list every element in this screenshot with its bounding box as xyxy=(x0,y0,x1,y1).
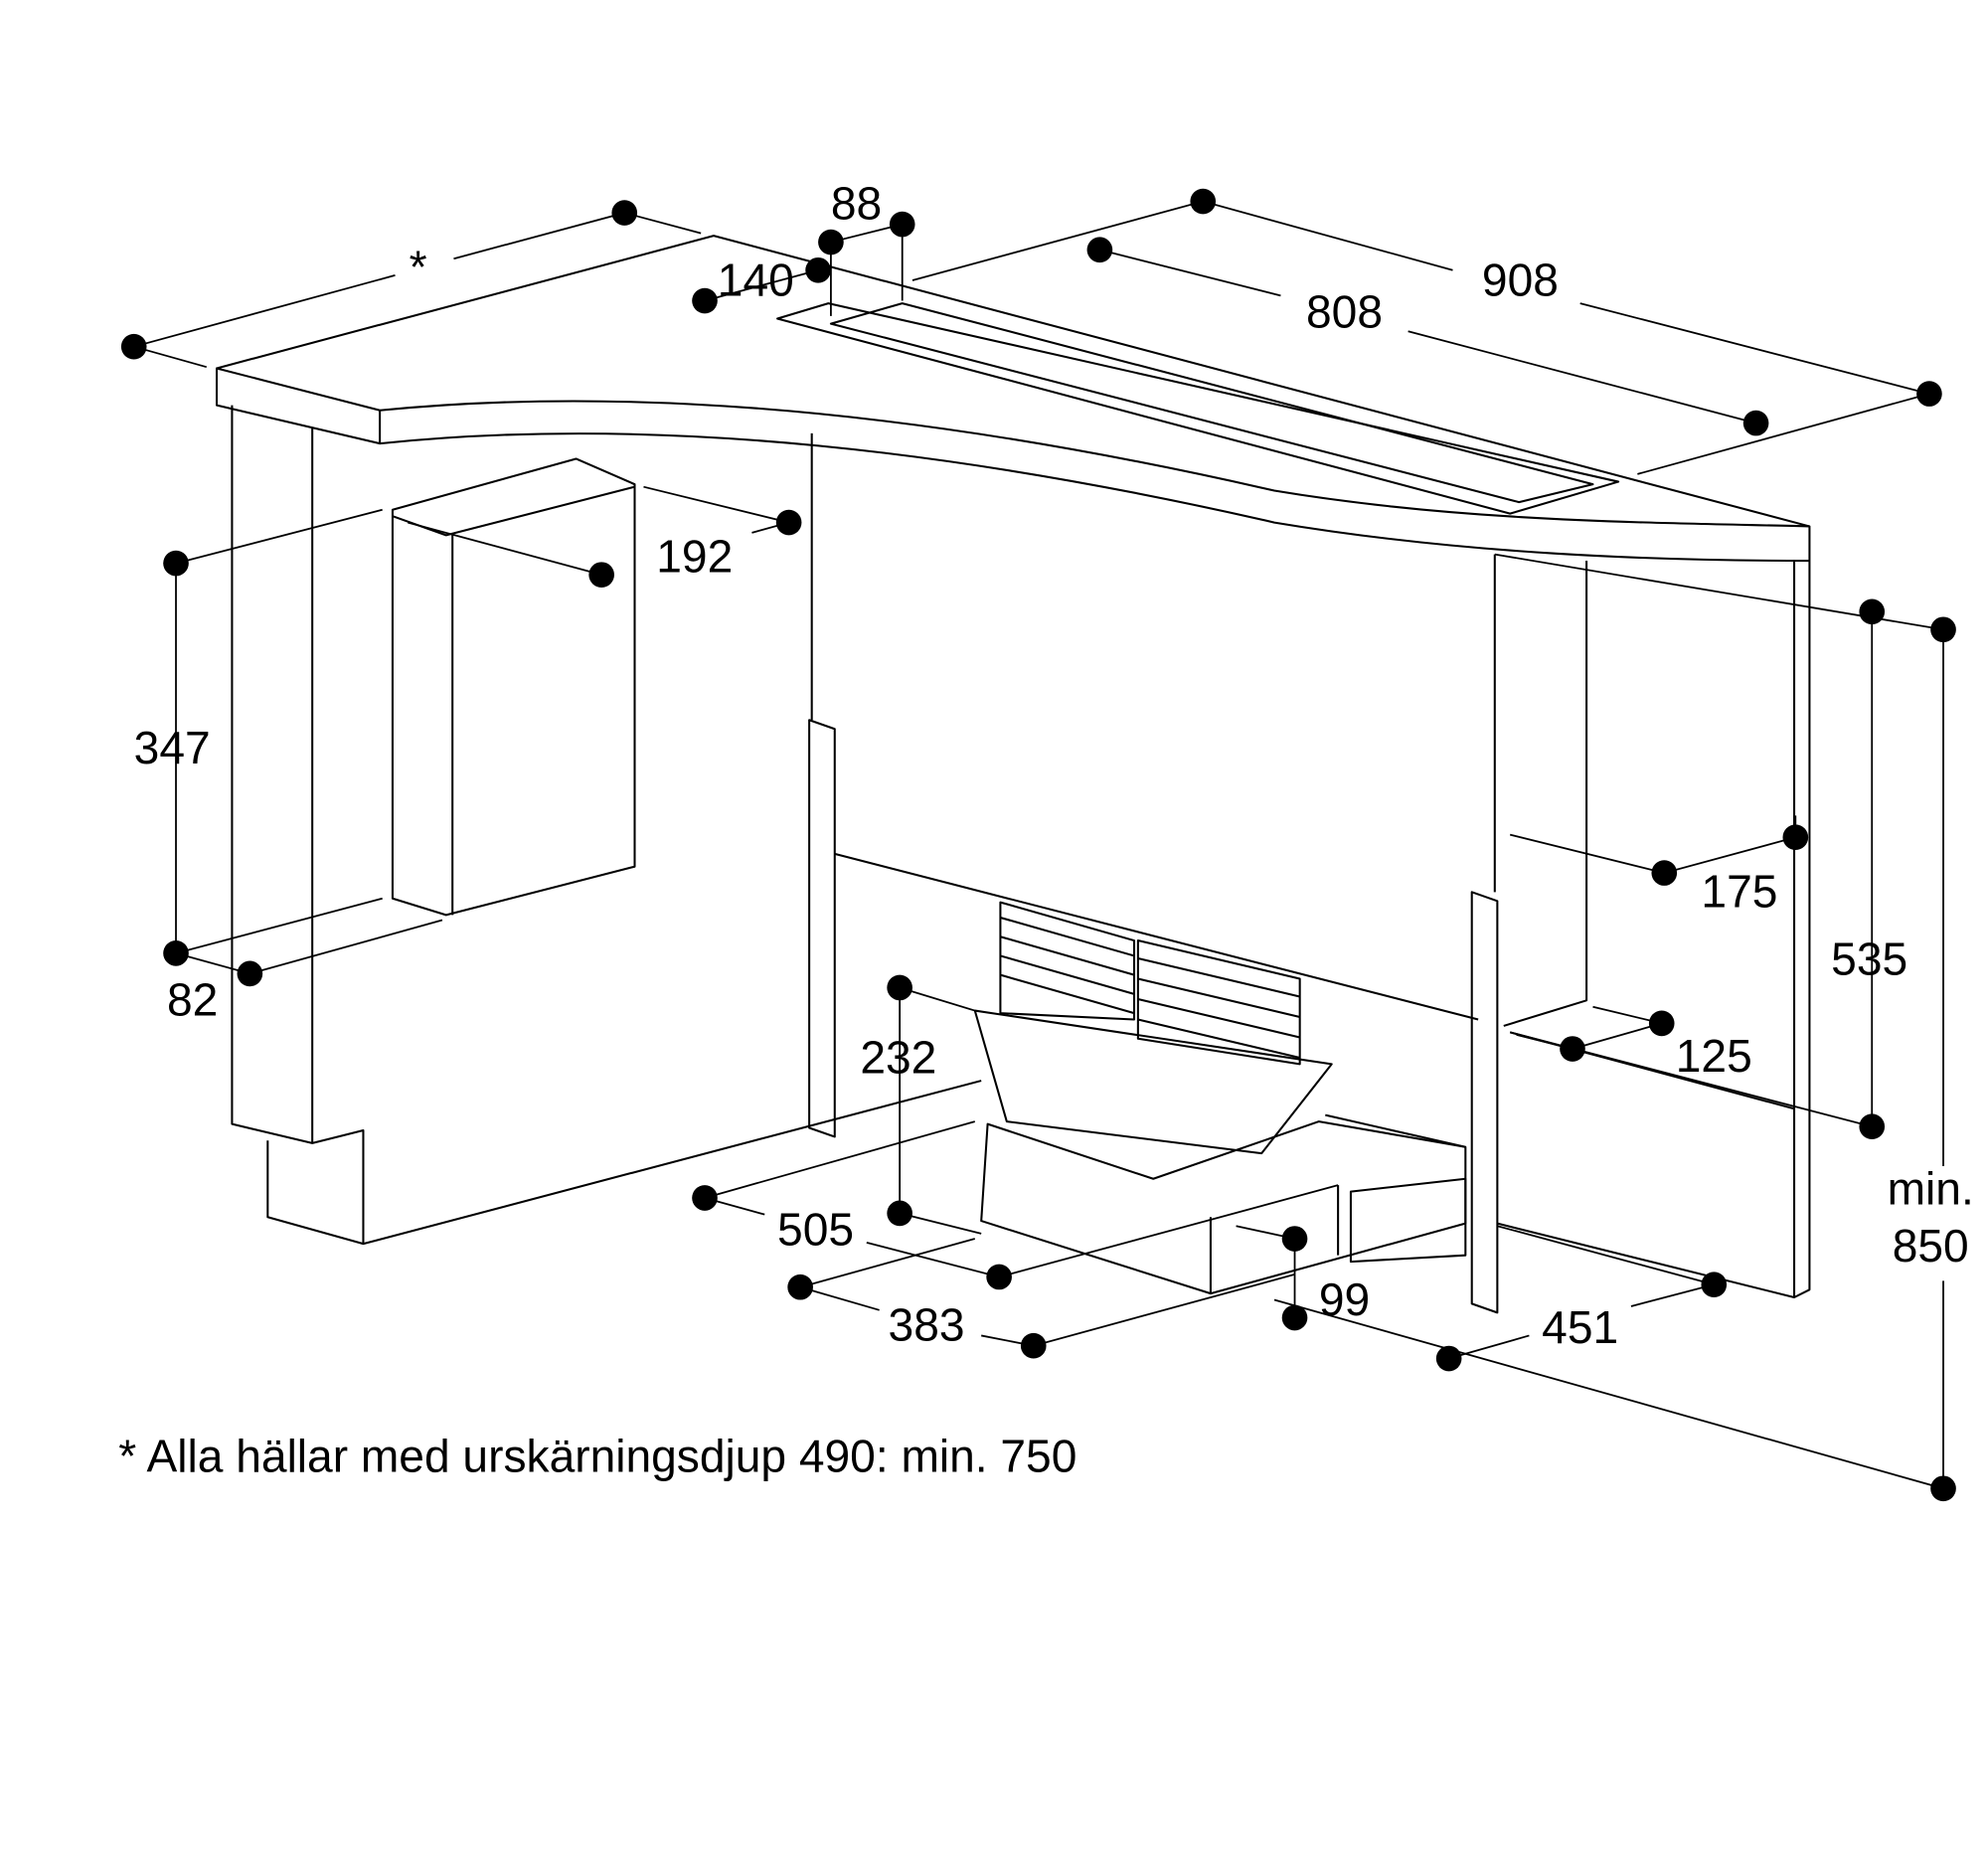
label-850: 850 xyxy=(1893,1220,1969,1272)
dimension-lines xyxy=(133,200,1944,1490)
label-88: 88 xyxy=(831,177,882,229)
label-383: 383 xyxy=(889,1299,965,1351)
label-175: 175 xyxy=(1701,866,1777,918)
cabinet xyxy=(231,405,1811,1299)
dimension-dots xyxy=(120,188,1956,1502)
label-125: 125 xyxy=(1676,1030,1752,1082)
mounting-rails xyxy=(808,719,1499,1314)
label-countertop-depth: * xyxy=(410,242,427,293)
label-451: 451 xyxy=(1542,1301,1618,1353)
label-232: 232 xyxy=(860,1031,936,1083)
fan-unit xyxy=(973,901,1467,1295)
label-505: 505 xyxy=(777,1203,854,1255)
label-535: 535 xyxy=(1831,934,1907,985)
wall-box xyxy=(391,457,636,917)
label-82: 82 xyxy=(167,974,218,1026)
label-99: 99 xyxy=(1319,1273,1370,1325)
downdraft-vent xyxy=(776,302,1620,515)
footnote: * Alla hällar med urskärningsdjup 490: m… xyxy=(118,1431,1077,1482)
dimension-labels: * 88 140 808 908 192 347 82 175 535 232 … xyxy=(134,177,1974,1353)
countertop xyxy=(216,235,1811,563)
label-192: 192 xyxy=(656,531,733,583)
label-808: 808 xyxy=(1306,285,1383,337)
label-347: 347 xyxy=(134,722,211,773)
label-140: 140 xyxy=(718,254,794,305)
label-908: 908 xyxy=(1482,254,1559,305)
label-min: min. xyxy=(1888,1162,1974,1214)
